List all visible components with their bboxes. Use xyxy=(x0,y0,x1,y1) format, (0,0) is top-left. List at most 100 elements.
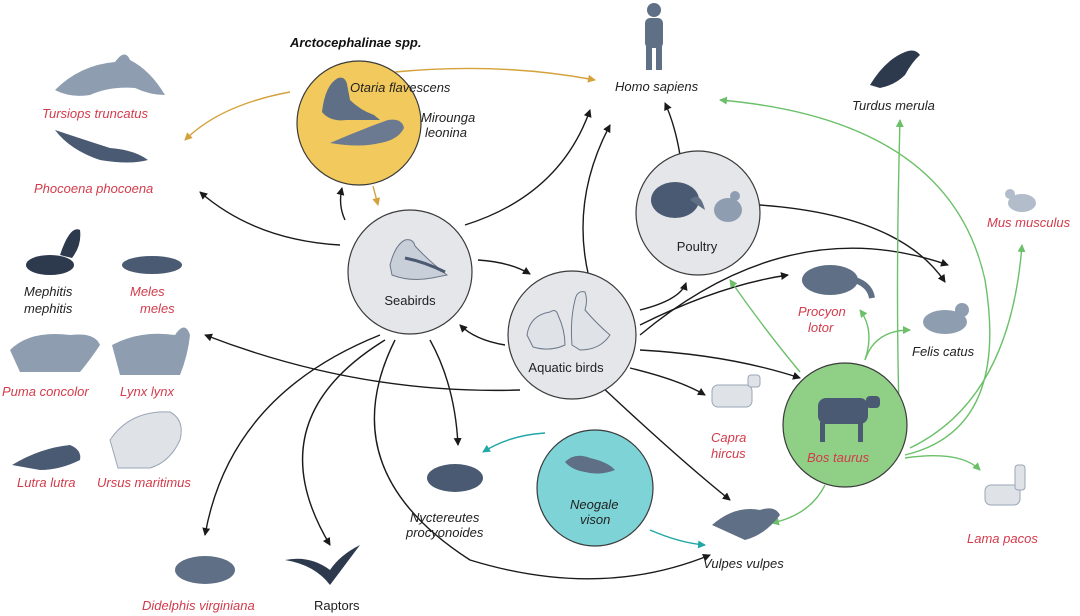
raccoon-icon xyxy=(802,265,875,299)
arrow-seabirds-to-cetaceans xyxy=(199,191,341,246)
node-seabirds: Seabirds xyxy=(347,209,473,335)
homo-sapiens-label: Homo sapiens xyxy=(615,79,699,94)
human-icon xyxy=(645,3,663,70)
capra-label-1: Capra xyxy=(711,430,746,445)
meles-label-1: Meles xyxy=(130,284,165,299)
raptors-label: Raptors xyxy=(314,598,360,613)
arrow-sealions-to-seabirds xyxy=(372,185,381,206)
felis-label: Felis catus xyxy=(912,344,975,359)
species-lynx: Lynx lynx xyxy=(112,327,190,399)
arrow-aquatic-to-felis xyxy=(639,247,949,336)
phocoena-label: Phocoena phocoena xyxy=(34,181,153,196)
species-mephitis: Mephitis mephitis xyxy=(24,229,81,316)
species-lutra: Lutra lutra xyxy=(12,445,81,490)
mink-icon xyxy=(565,455,615,474)
arrow-aquatic-to-poultry xyxy=(639,282,688,311)
arrow-aquatic-to-vulpes xyxy=(599,384,731,501)
cow-icon xyxy=(818,396,880,442)
species-didelphis: Didelphis virginiana xyxy=(142,556,255,613)
node-arctocephalinae: Arctocephalinae spp. Otaria flavescens M… xyxy=(289,35,475,186)
puma-label: Puma concolor xyxy=(2,384,89,399)
porpoise-icon xyxy=(55,130,148,163)
species-felis: Felis catus xyxy=(912,303,975,359)
seabirds-label: Seabirds xyxy=(384,293,436,308)
vulpes-label: Vulpes vulpes xyxy=(703,556,784,571)
arrow-bos-to-poultry xyxy=(729,279,801,373)
node-aquatic-birds: Aquatic birds xyxy=(507,270,637,400)
didelphis-label: Didelphis virginiana xyxy=(142,598,255,613)
arrow-neogale-to-nyctereutes xyxy=(482,432,546,453)
arrow-aquatic-to-procyon xyxy=(639,272,789,326)
mirounga-label-2: leonina xyxy=(425,125,467,140)
arrow-bos-to-felis xyxy=(864,326,911,361)
arrow-bos-to-human xyxy=(719,96,991,456)
arrow-bos-to-vulpes xyxy=(771,484,826,526)
raccoon-dog-icon xyxy=(427,464,483,492)
polar-bear-icon xyxy=(109,411,182,469)
arrow-sealions-to-human xyxy=(394,67,596,83)
species-capra: Capra hircus xyxy=(711,374,761,461)
alpaca-icon xyxy=(984,464,1026,506)
skunk-icon xyxy=(26,229,81,275)
meles-label-2: meles xyxy=(140,301,175,316)
neogale-label-2: vison xyxy=(580,512,610,527)
arrow-seabirds-to-aquatic xyxy=(477,259,531,275)
arrow-bos-to-mus xyxy=(909,244,1026,449)
arctocephalinae-title: Arctocephalinae spp. xyxy=(289,35,421,50)
species-puma: Puma concolor xyxy=(2,334,100,399)
dolphin-icon xyxy=(55,54,165,96)
arrow-seabirds-to-raptors xyxy=(301,339,386,546)
arrow-seabirds-to-didelphis xyxy=(202,334,381,536)
procyon-label-2: lotor xyxy=(808,320,834,335)
arrow-sealions-to-cetaceans xyxy=(184,91,291,141)
hen-icon xyxy=(714,191,742,222)
sea-lion-icon xyxy=(322,77,380,121)
duck-icon xyxy=(526,310,566,350)
species-phocoena: Phocoena phocoena xyxy=(34,130,153,196)
arrow-aquatic-to-capra xyxy=(629,367,706,396)
node-neogale: Neogale vison xyxy=(536,429,654,547)
arrow-seabirds-to-nyctereutes xyxy=(429,339,462,446)
species-ursus: Ursus maritimus xyxy=(97,411,191,490)
arrow-poultry-to-felis xyxy=(759,204,946,283)
species-homo-sapiens: Homo sapiens xyxy=(615,3,699,94)
arrow-seabirds-to-human xyxy=(464,109,592,226)
species-mus-musculus: Mus musculus xyxy=(987,189,1071,230)
mouse-icon xyxy=(1005,189,1036,212)
species-tursiops: Tursiops truncatus xyxy=(42,54,165,121)
goat-icon xyxy=(711,374,761,408)
species-turdus-merula: Turdus merula xyxy=(852,50,935,113)
bos-circle xyxy=(782,362,908,488)
poultry-label: Poultry xyxy=(677,239,718,254)
lutra-label: Lutra lutra xyxy=(17,475,76,490)
arrow-aquatic-to-bos xyxy=(639,349,801,380)
mephitis-label-2: mephitis xyxy=(24,301,73,316)
lynx-label: Lynx lynx xyxy=(120,384,174,399)
lama-label: Lama pacos xyxy=(967,531,1038,546)
opossum-icon xyxy=(175,556,235,584)
badger-icon xyxy=(122,256,182,274)
arrow-seabirds-to-sealions xyxy=(336,187,346,221)
mirounga-label-1: Mirounga xyxy=(421,110,475,125)
node-bos-taurus: Bos taurus xyxy=(782,362,908,488)
turkey-icon xyxy=(651,182,705,218)
capra-label-2: hircus xyxy=(711,446,746,461)
neogale-circle xyxy=(536,429,654,547)
aquatic-birds-label: Aquatic birds xyxy=(528,360,604,375)
arrow-poultry-to-human xyxy=(664,102,681,156)
arrow-aquatic-to-mammals xyxy=(204,333,521,392)
gull-icon xyxy=(389,239,449,280)
species-raptors: Raptors xyxy=(285,545,360,613)
ursus-label: Ursus maritimus xyxy=(97,475,191,490)
bos-taurus-label: Bos taurus xyxy=(807,450,870,465)
neogale-label-1: Neogale xyxy=(570,497,618,512)
cat-icon xyxy=(923,303,969,334)
species-meles: Meles meles xyxy=(122,256,182,316)
lynx-icon xyxy=(112,327,190,375)
species-lama: Lama pacos xyxy=(967,464,1038,546)
poultry-circle xyxy=(635,150,761,276)
mus-musculus-label: Mus musculus xyxy=(987,215,1071,230)
blackbird-icon xyxy=(870,50,920,88)
arrow-neogale-to-vulpes xyxy=(649,529,706,549)
